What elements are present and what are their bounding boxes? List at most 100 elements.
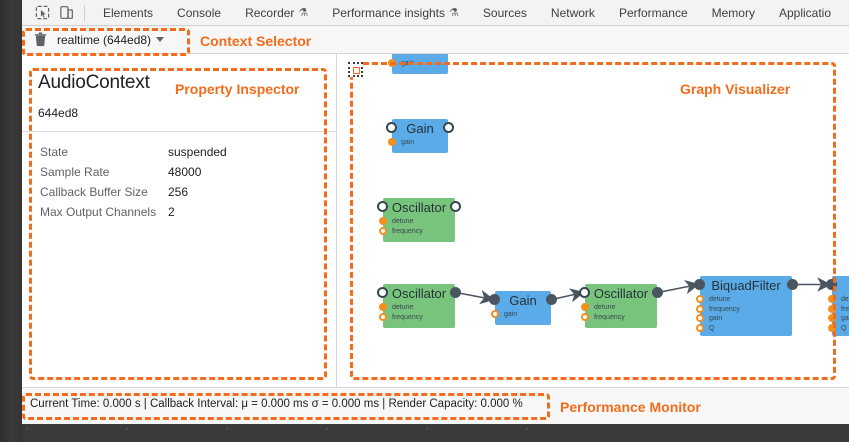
graph-node-param-port[interactable] [828,304,836,313]
property-table: State suspended Sample Rate 48000 Callba… [40,142,320,222]
context-selector-dropdown[interactable]: realtime (644ed8) [57,33,165,47]
graph-node-param-label: de [841,296,849,303]
graph-node-param-port[interactable] [379,303,387,311]
annotation-label-context-selector: Context Selector [200,33,312,49]
property-key: Callback Buffer Size [40,185,148,199]
graph-node-param-port[interactable] [379,312,387,321]
tab-recorder[interactable]: Recorder ⚗ [233,0,320,26]
graph-node-param-port[interactable] [696,314,704,322]
tab-memory[interactable]: Memory [700,0,767,26]
graph-node-param-port[interactable] [828,295,836,303]
table-row: Sample Rate 48000 [40,162,320,182]
graph-node-param-port[interactable] [696,295,704,303]
graph-node-title: BiquadFilter [711,278,781,293]
tab-performance[interactable]: Performance [607,0,700,26]
tab-console[interactable]: Console [165,0,233,26]
graph-node-input-port[interactable] [826,279,837,290]
graph-node-param-label: gain [401,139,415,146]
pane-resize-handle[interactable] [348,62,363,77]
graph-node-input-port[interactable] [489,294,500,305]
graph-node-param-label: detune [709,296,731,303]
property-value: 256 [168,185,189,199]
tab-performance-insights[interactable]: Performance insights ⚗ [320,0,471,26]
graph-node-param-port[interactable] [491,310,499,318]
device-toolbar-icon[interactable] [54,1,78,25]
graph-node-param-label: detune [392,304,414,311]
graph-node-output-port[interactable] [652,287,663,298]
property-key: Sample Rate [40,165,110,179]
graph-node-params: gain [504,310,517,320]
graph-node-input-port[interactable] [377,287,388,298]
tab-application[interactable]: Applicatio [767,0,843,26]
tab-label: Performance insights [332,5,446,20]
tab-label: Applicatio [778,5,832,20]
graph-node-biquad-2[interactable]: BdefregaQ [832,276,849,336]
graph-node-param-port[interactable] [388,138,396,146]
graph-node-params: gain [401,138,414,148]
graph-node-title: Oscillator [593,286,649,301]
graph-node-param-label: detune [594,304,616,311]
annotation-label-performance-monitor: Performance Monitor [560,399,701,415]
graph-node-param-port[interactable] [388,59,396,67]
tab-network[interactable]: Network [539,0,607,26]
graph-node-gain-3[interactable]: Gain gain [495,291,551,325]
graph-node-input-port[interactable] [377,201,388,212]
graph-node-param-port[interactable] [581,312,589,321]
graph-node-gain-top[interactable]: Gain gain [392,54,448,74]
graph-node-param-label: gain [504,311,518,318]
graph-edge [657,279,700,295]
graph-node-param-label: Q [709,324,715,332]
table-row: Callback Buffer Size 256 [40,182,320,202]
graph-node-input-port[interactable] [386,122,397,133]
graph-node-param-label: Q [841,324,847,332]
graph-node-param-label: gain [401,60,415,67]
graph-node-param-port[interactable] [581,303,589,311]
graph-node-title: Gain [509,293,537,308]
graph-node-param-label: fre [841,305,849,313]
tab-label: Network [550,5,595,20]
tab-sources[interactable]: Sources [471,0,539,26]
table-row: Max Output Channels 2 [40,202,320,222]
graph-node-param-port[interactable] [696,323,704,332]
graph-node-input-port[interactable] [694,279,705,290]
flask-icon: ⚗ [449,7,459,19]
graph-node-output-port[interactable] [443,122,454,133]
browser-bottom-edge [0,424,849,442]
graph-visualizer-pane[interactable]: GaingainGaingainOscillatordetunefrequenc… [338,54,849,387]
graph-node-param-label: ga [841,315,849,322]
graph-node-output-port[interactable] [546,294,557,305]
page-title: AudioContext [38,72,150,93]
property-value: 48000 [168,165,202,179]
toolbar-divider [84,4,85,21]
graph-node-osc-3[interactable]: Oscillator detune frequency [585,284,657,328]
trash-icon[interactable] [31,31,49,49]
performance-monitor-text: Current Time: 0.000 s | Callback Interva… [30,398,523,410]
property-key: Max Output Channels [40,205,157,219]
graph-node-param-port[interactable] [379,226,387,235]
tab-label: Recorder [245,5,295,20]
graph-node-title: Gain [392,54,448,58]
graph-node-param-port[interactable] [828,323,836,332]
graph-node-param-port[interactable] [696,304,704,313]
tab-elements[interactable]: Elements [91,0,165,26]
inspect-element-icon[interactable] [30,1,54,25]
graph-node-param-label: frequency [594,313,625,321]
graph-node-output-port[interactable] [787,279,798,290]
tab-label: Sources [482,5,527,20]
graph-node-input-port[interactable] [579,287,590,298]
graph-node-output-port[interactable] [450,287,461,298]
devtools-tabbar: Elements Console Recorder ⚗ Performance … [22,0,849,26]
graph-node-param-label: gain [709,315,723,322]
property-inspector-pane: AudioContext 644ed8 State suspended Samp… [22,54,337,387]
graph-node-param-port[interactable] [379,217,387,225]
tab-label: Performance [618,5,688,20]
graph-edge [455,290,495,305]
annotation-label-graph-visualizer: Graph Visualizer [680,81,791,97]
graph-node-param-port[interactable] [828,314,836,322]
graph-node-output-port[interactable] [450,201,461,212]
